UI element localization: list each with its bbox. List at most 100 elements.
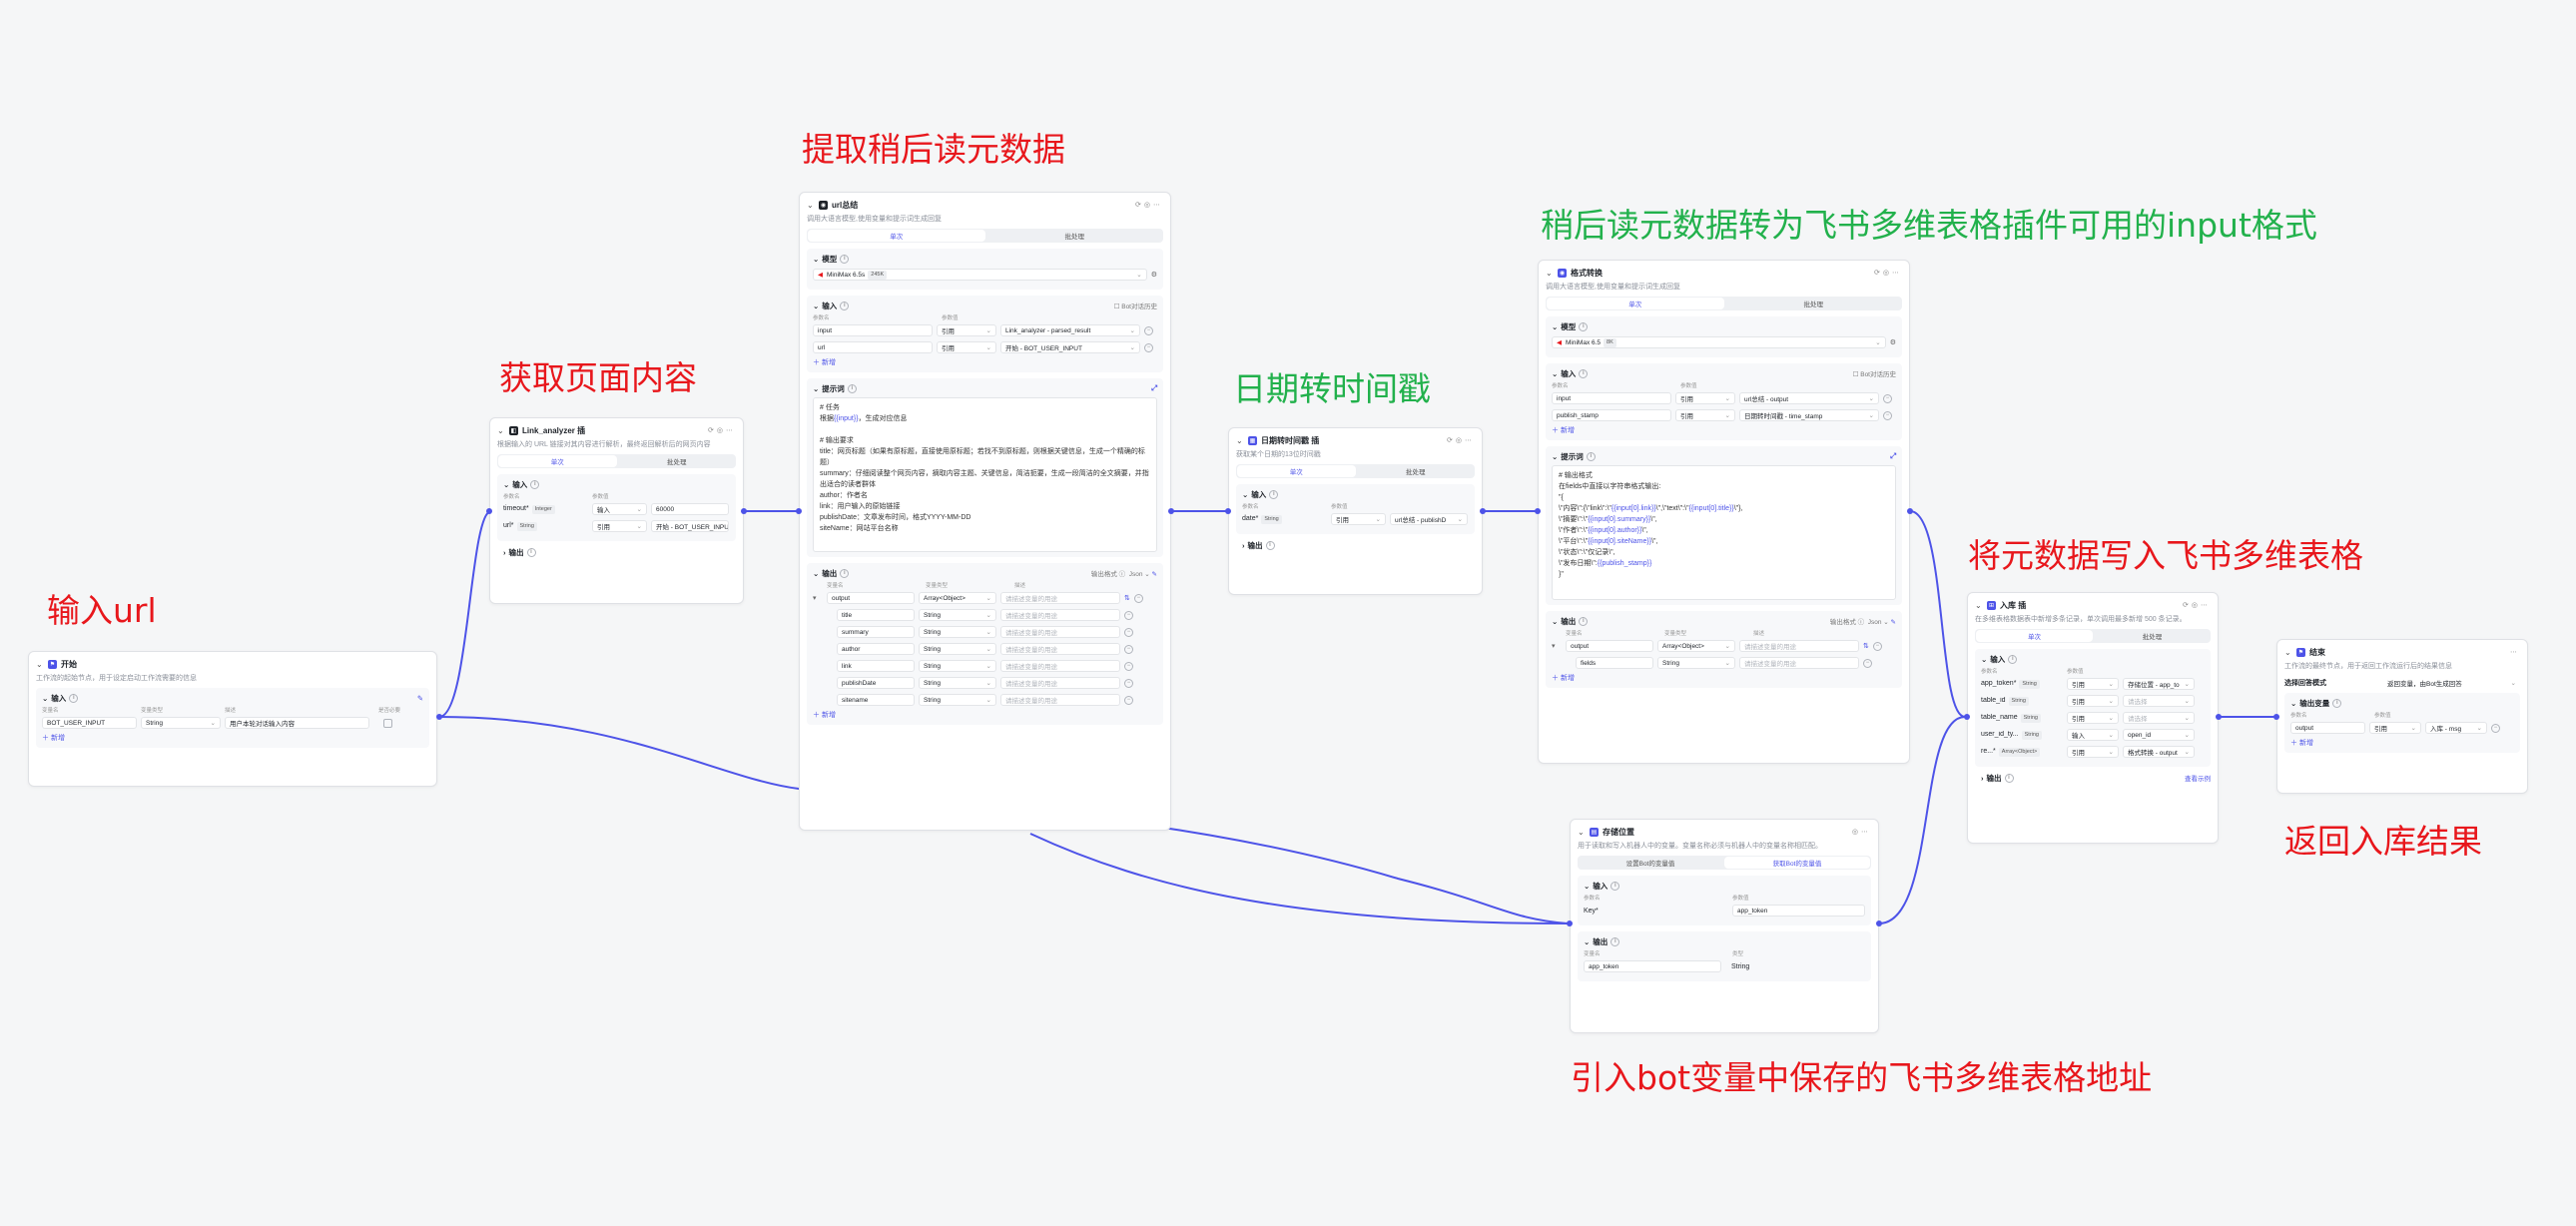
mode-select[interactable]: 引用 [937, 341, 996, 353]
port-extract-out[interactable] [1168, 508, 1174, 514]
port-start-out[interactable] [436, 714, 442, 720]
output-format-select[interactable]: 输出格式 ⓘ Json ⌄ ✎ [1090, 571, 1157, 578]
url-ref-select[interactable]: 开始 - BOT_USER_INPUT [651, 520, 729, 532]
input-name[interactable]: publish_stamp [1552, 409, 1671, 421]
tab-get-variable[interactable]: 获取Bot的变量值 [1724, 857, 1870, 869]
expand-icon[interactable]: ⤢ [1890, 451, 1896, 460]
output-name[interactable]: output [1566, 640, 1653, 652]
output-type-select[interactable]: String [919, 609, 996, 621]
answer-mode-select[interactable]: 返回变量，由Bot生成回答 [2383, 677, 2520, 689]
start-var-name[interactable]: BOT_USER_INPUT [42, 717, 137, 729]
port-insert-out[interactable] [2216, 714, 2222, 720]
remove-icon[interactable]: − [1124, 627, 1133, 637]
output-name[interactable]: author [837, 643, 915, 655]
ref-select[interactable]: 入库 - msg [2425, 722, 2487, 734]
add-output-button[interactable]: ＋ 新增 [813, 712, 836, 719]
end-node[interactable]: ⌄⚑结束⋯ 工作流的最终节点，用于返回工作流运行后的结果信息 选择回答模式返回变… [2276, 639, 2528, 794]
port-storage-in[interactable] [1567, 920, 1573, 926]
tab-batch[interactable]: 批处理 [1803, 302, 1824, 308]
output-desc[interactable]: 请描述变量的用途 [1739, 657, 1859, 669]
input-name[interactable]: input [813, 324, 933, 336]
input-name[interactable]: url [813, 341, 933, 353]
output-name[interactable]: link [837, 660, 915, 672]
output-name[interactable]: summary [837, 626, 915, 638]
remove-icon[interactable]: − [1133, 593, 1143, 603]
url-summary-node[interactable]: ⌄◉url总结⟳◎⋯ 调用大语言模型,使用变量和提示词生成回复 单次批处理 ⌄模… [799, 192, 1171, 831]
add-input-button[interactable]: ＋ 新增 [1552, 427, 1575, 434]
value-field[interactable]: 请选择 [2123, 712, 2195, 724]
port-date-in[interactable] [1225, 508, 1231, 514]
output-type-select[interactable]: String [919, 626, 996, 638]
mode-select[interactable]: 引用 [2067, 678, 2119, 690]
bot-history-toggle[interactable]: ☐ Bot对话历史 [1113, 304, 1157, 310]
ref-select[interactable]: url总结 - publishD [1390, 513, 1468, 525]
port-fmt-out[interactable] [1907, 508, 1913, 514]
view-example-link[interactable]: 查看示例 [2185, 776, 2211, 783]
add-child-icon[interactable]: ⇅ [1863, 643, 1869, 650]
value-field[interactable]: 格式转换 - output [2123, 746, 2195, 758]
chevron-down-icon[interactable]: ⌄ [42, 693, 49, 703]
output-name[interactable]: title [837, 609, 915, 621]
output-desc[interactable]: 请描述变量的用途 [1000, 694, 1120, 706]
mode-select[interactable]: 引用 [1675, 392, 1735, 404]
output-desc[interactable]: 请描述变量的用途 [1000, 677, 1120, 689]
insert-node[interactable]: ⌄⊞入库 插⟳◎⋯ 在多维表格数据表中新增多条记录，单次调用最多新增 500 条… [1967, 592, 2219, 844]
mode-select[interactable]: 引用 [592, 520, 647, 532]
remove-icon[interactable]: − [1124, 695, 1133, 705]
mode-select[interactable]: 引用 [2067, 712, 2119, 724]
remove-icon[interactable]: − [1863, 658, 1872, 668]
expand-icon[interactable]: ▾ [813, 595, 817, 602]
output-type-select[interactable]: String [1657, 657, 1735, 669]
tab-batch[interactable]: 批处理 [1406, 469, 1426, 476]
output-name[interactable]: fields [1576, 657, 1653, 669]
output-type-select[interactable]: String [919, 677, 996, 689]
output-type-select[interactable]: Array<Object> [1657, 640, 1735, 652]
output-desc[interactable]: 请描述变量的用途 [1000, 643, 1120, 655]
tab-single[interactable]: 单次 [808, 230, 985, 242]
collapse-icon[interactable]: ⌄ [497, 425, 504, 435]
remove-icon[interactable]: − [1872, 641, 1882, 651]
output-type-select[interactable]: String [919, 643, 996, 655]
output-desc[interactable]: 请描述变量的用途 [1739, 640, 1859, 652]
tab-single[interactable]: 单次 [1237, 465, 1356, 477]
node-actions-icon[interactable]: ⟳◎⋯ [1874, 270, 1902, 277]
remove-icon[interactable]: − [1124, 644, 1133, 654]
collapse-icon[interactable]: ⌄ [1546, 268, 1553, 278]
collapse-icon[interactable]: ⌄ [2284, 647, 2291, 657]
port-extract-in[interactable] [796, 508, 802, 514]
remove-icon[interactable]: − [1144, 325, 1153, 335]
collapse-icon[interactable]: ⌄ [1578, 827, 1585, 837]
expand-icon[interactable]: ▾ [1552, 643, 1556, 650]
mode-select[interactable]: 引用 [2067, 695, 2119, 707]
mode-select[interactable]: 引用 [1675, 409, 1735, 421]
collapse-icon[interactable]: ⌄ [1975, 600, 1982, 610]
port-fmt-in[interactable] [1535, 508, 1541, 514]
value-field[interactable]: 请选择 [2123, 695, 2195, 707]
mode-select[interactable]: 引用 [2369, 722, 2421, 734]
add-output-button[interactable]: ＋ 新增 [2290, 740, 2313, 747]
port-insert-in[interactable] [1964, 714, 1970, 720]
ref-select[interactable]: 开始 - BOT_USER_INPUT [1000, 341, 1140, 353]
port-end-in[interactable] [2273, 714, 2279, 720]
output-desc[interactable]: 请描述变量的用途 [1000, 592, 1120, 604]
mode-select[interactable]: 引用 [1331, 513, 1386, 525]
add-output-button[interactable]: ＋ 新增 [1552, 675, 1575, 682]
expand-icon[interactable]: ⤢ [1151, 383, 1157, 392]
start-var-desc[interactable]: 用户本轮对话输入内容 [225, 717, 369, 729]
key-value[interactable]: app_token [1732, 905, 1865, 917]
node-actions-icon[interactable]: ◎⋯ [1851, 829, 1871, 836]
value-field[interactable]: open_id [2123, 729, 2195, 741]
storage-node[interactable]: ⌄▤存储位置◎⋯ 用于读取和写入机器人中的变量。变量名称必须与机器人中的变量名称… [1570, 819, 1879, 1033]
value-field[interactable]: 存储位置 - app_to [2123, 678, 2195, 690]
output-type-select[interactable]: String [919, 694, 996, 706]
tab-batch[interactable]: 批处理 [2142, 634, 2163, 641]
node-actions-icon[interactable]: ⟳◎⋯ [708, 427, 736, 434]
collapse-icon[interactable]: ⌄ [36, 659, 43, 669]
format-node[interactable]: ⌄◉格式转换⟳◎⋯ 调用大语言模型,使用变量和提示词生成回复 单次批处理 ⌄模型… [1538, 260, 1910, 764]
output-type-select[interactable]: Array<Object> [919, 592, 996, 604]
prompt-editor[interactable]: # 输出格式在fields中直接以字符串格式输出:"{\"内容\":{\"lin… [1552, 465, 1896, 600]
